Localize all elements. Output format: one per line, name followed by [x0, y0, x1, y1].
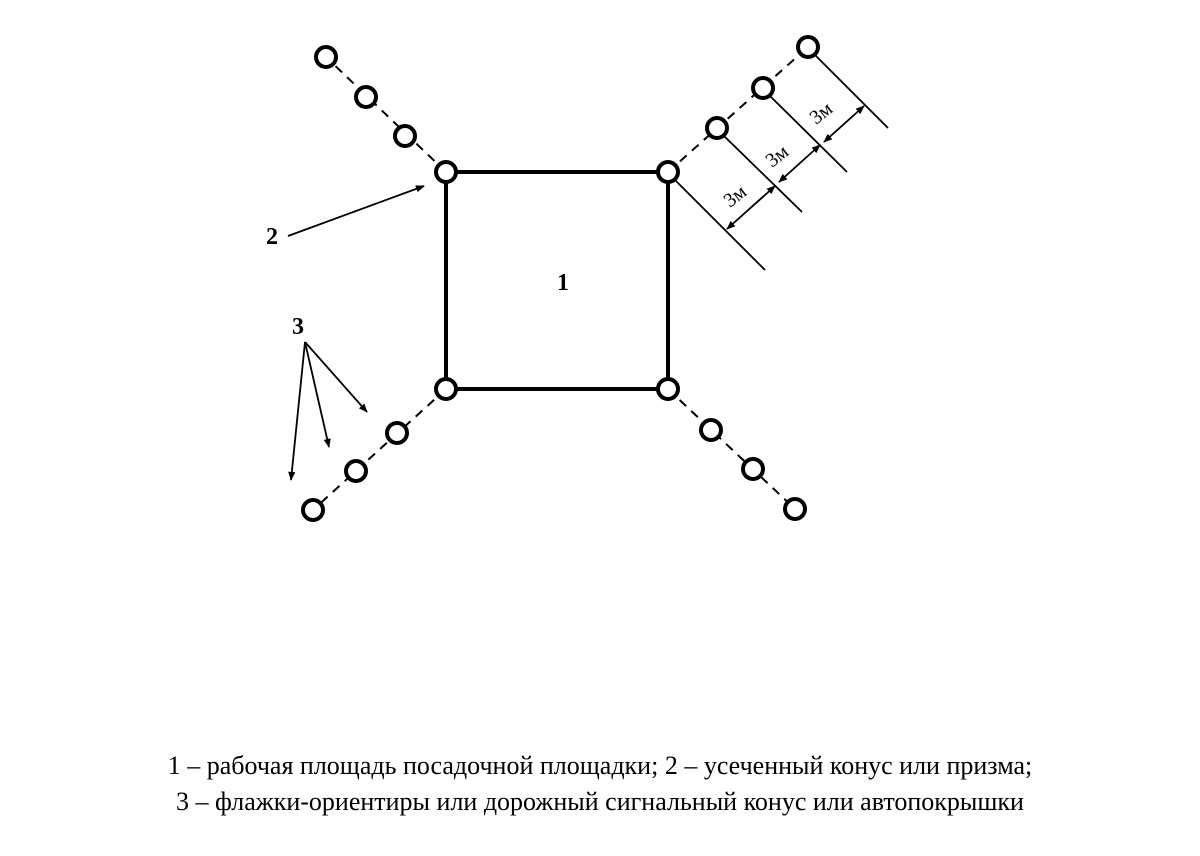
- flag-marker: [751, 76, 775, 100]
- label-cone: 2: [266, 224, 278, 250]
- caption-line-1: 1 – рабочая площадь посадочной площадки;…: [167, 751, 1033, 780]
- label-flags: 3: [292, 314, 304, 340]
- corner-cone-top-right: [656, 160, 680, 184]
- dimension-extension-lines: [674, 54, 889, 271]
- dimension-label: 3м: [762, 140, 794, 171]
- corner-cone-bottom-right: [656, 377, 680, 401]
- working-area-square: [444, 170, 670, 391]
- corner-cone-bottom-left: [434, 377, 458, 401]
- figure-caption: 1 – рабочая площадь посадочной площадки;…: [0, 748, 1200, 820]
- flag-marker: [393, 124, 417, 148]
- caption-line-2: 3 – флажки-ориентиры или дорожный сигнал…: [176, 787, 1024, 816]
- dimension-label: 3м: [806, 97, 838, 128]
- flag-marker: [783, 497, 807, 521]
- flag-marker: [301, 498, 325, 522]
- flag-marker: [741, 457, 765, 481]
- corner-cones: [434, 160, 680, 401]
- flag-marker: [385, 421, 409, 445]
- label-area: 1: [557, 270, 569, 296]
- flag-markers: [301, 35, 820, 522]
- flags-pointer-arrows: [288, 341, 368, 481]
- flag-marker: [344, 459, 368, 483]
- flag-marker: [699, 418, 723, 442]
- flag-marker: [354, 85, 378, 109]
- flag-marker: [796, 35, 820, 59]
- corner-cone-top-left: [434, 160, 458, 184]
- diagonal-dashed-lines: [312, 46, 809, 511]
- cone-pointer-arrow: [287, 185, 425, 237]
- flag-marker: [705, 116, 729, 140]
- dimension-arrows: [726, 105, 865, 230]
- flag-marker: [314, 45, 338, 69]
- dimension-label: 3м: [720, 180, 752, 211]
